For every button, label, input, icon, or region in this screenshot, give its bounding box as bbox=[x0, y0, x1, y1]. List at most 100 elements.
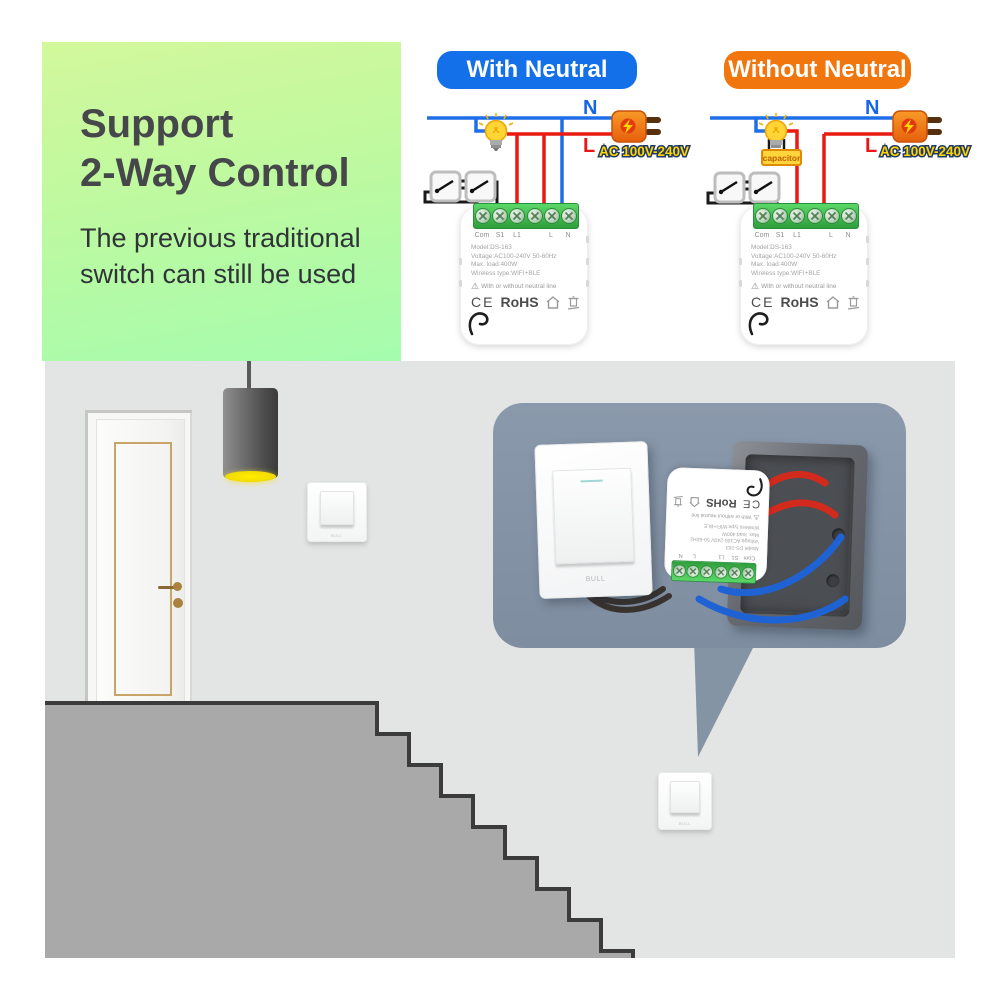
terminal-screw bbox=[509, 208, 526, 224]
switch-rocker bbox=[669, 780, 701, 814]
promo-title-line1: Support bbox=[80, 102, 234, 146]
terminal-label-l1: L1 bbox=[513, 232, 521, 239]
terminal-screw bbox=[741, 566, 756, 580]
module-specs: Model:DS-163 Voltage:AC100-240V 50-60Hz … bbox=[751, 244, 837, 279]
terminal-label-s1: S1 bbox=[731, 554, 739, 561]
house-icon bbox=[546, 295, 560, 309]
terminal-screw bbox=[686, 564, 700, 578]
hook-wire-icon bbox=[468, 312, 489, 336]
module-certifications: CE RoHS bbox=[751, 294, 860, 310]
installation-callout: Com S1 L1 L N Model:DS-163 Voltage:AC100… bbox=[493, 403, 906, 648]
power-plug-icon bbox=[611, 110, 661, 143]
callout-tail bbox=[694, 640, 757, 757]
terminal-screw bbox=[526, 208, 543, 224]
smart-switch-module-installed: Com S1 L1 L N Model:DS-163 Voltage:AC100… bbox=[663, 467, 771, 584]
rohs-mark: RoHS bbox=[705, 496, 737, 511]
terminal-screw bbox=[700, 565, 714, 579]
staircase-edge bbox=[45, 701, 635, 958]
terminal-label-l: L bbox=[549, 232, 553, 239]
door-handle-cap bbox=[173, 582, 182, 591]
terminal-label-com: Com bbox=[754, 232, 770, 239]
live-wire bbox=[786, 129, 893, 210]
power-rating-label: AC 100V-240V bbox=[599, 144, 689, 159]
terminal-screw bbox=[714, 565, 728, 579]
module-certifications: CE RoHS bbox=[673, 495, 760, 511]
terminal-block bbox=[753, 203, 859, 229]
switch-rocker bbox=[552, 467, 635, 565]
case-notch bbox=[586, 236, 589, 243]
terminal-screw bbox=[823, 208, 840, 224]
weee-bin-icon bbox=[674, 496, 684, 508]
terminal-label-s1: S1 bbox=[495, 232, 505, 239]
terminal-block bbox=[473, 203, 579, 229]
promo-subtitle-line2: switch can still be used bbox=[80, 259, 357, 289]
case-notch bbox=[586, 258, 589, 265]
case-notch bbox=[586, 280, 589, 287]
room-scene: BULL bbox=[45, 361, 955, 958]
pendant-lamp bbox=[223, 388, 278, 482]
promo-subtitle-line1: The previous traditional bbox=[80, 223, 361, 253]
terminal-screw bbox=[771, 208, 788, 224]
house-icon bbox=[689, 497, 701, 508]
promo-title: Support 2-Way Control bbox=[80, 100, 350, 198]
switch-brand-label: BULL bbox=[678, 820, 691, 826]
ce-mark: CE bbox=[471, 294, 495, 310]
terminal-screw bbox=[491, 208, 508, 224]
lightning-icon bbox=[623, 119, 633, 134]
door-inlay bbox=[114, 442, 172, 696]
promo-title-line2: 2-Way Control bbox=[80, 151, 350, 195]
terminal-label-l1: L1 bbox=[718, 553, 725, 560]
rohs-mark: RoHS bbox=[780, 294, 819, 310]
module-neutral-note: With or without neutral line bbox=[481, 283, 557, 290]
terminal-screw bbox=[841, 208, 858, 224]
promo-subtitle: The previous traditional switch can stil… bbox=[80, 220, 361, 292]
warning-triangle-icon: ⚠ bbox=[753, 513, 760, 522]
terminal-label-n: N bbox=[678, 552, 683, 559]
case-notch bbox=[459, 280, 462, 287]
lamp-light-glow bbox=[225, 471, 276, 482]
case-notch bbox=[739, 258, 742, 265]
hook-wire-icon bbox=[748, 312, 769, 336]
case-notch bbox=[866, 280, 869, 287]
door-lock-knob bbox=[173, 598, 183, 608]
live-wire bbox=[507, 132, 612, 210]
staircase-body bbox=[45, 703, 633, 958]
warning-triangle-icon: ⚠ bbox=[471, 281, 480, 291]
case-notch bbox=[739, 280, 742, 287]
switch-brand-label: BULL bbox=[585, 575, 606, 584]
module-certifications: CE RoHS bbox=[471, 294, 580, 310]
door-panel bbox=[96, 419, 185, 703]
module-wireless: Wireless type:WIFI+BLE bbox=[471, 270, 541, 278]
module-model: Model:DS-163 bbox=[751, 244, 792, 251]
terminal-label-n: N bbox=[845, 232, 851, 239]
module-voltage: Voltage:AC100-240V 50-60Hz bbox=[751, 252, 837, 260]
live-label: L bbox=[865, 135, 877, 157]
house-icon bbox=[826, 295, 840, 309]
bulb-icon bbox=[478, 113, 514, 151]
neutral-wire bbox=[695, 595, 849, 624]
live-label: L bbox=[583, 135, 595, 157]
switch-wire bbox=[586, 593, 672, 613]
bulb-icon bbox=[758, 113, 794, 148]
neutral-wire bbox=[717, 533, 845, 597]
door bbox=[85, 410, 192, 703]
terminal-label-com: Com bbox=[743, 554, 756, 561]
switch-rocker bbox=[320, 491, 354, 525]
module-warning: ⚠ With or without neutral line bbox=[471, 282, 556, 291]
module-neutral-note: With or without neutral line bbox=[691, 512, 752, 520]
terminal-block bbox=[671, 560, 757, 584]
switch-indicator bbox=[581, 479, 604, 483]
neutral-label: N bbox=[583, 97, 597, 119]
wall-switch-stairwell: BULL bbox=[658, 772, 712, 830]
module-warning: ⚠ With or without neutral line bbox=[691, 511, 760, 522]
rohs-mark: RoHS bbox=[500, 294, 539, 310]
without-neutral-badge: Without Neutral bbox=[724, 51, 911, 89]
power-plug-icon bbox=[892, 110, 942, 143]
terminal-label-s1: S1 bbox=[775, 232, 785, 239]
switch-brand-label: BULL bbox=[330, 532, 343, 538]
terminal-label-l1: L1 bbox=[793, 232, 801, 239]
neutral-wire bbox=[710, 116, 893, 133]
case-notch bbox=[866, 258, 869, 265]
terminal-screw bbox=[806, 208, 823, 224]
lamp-cord bbox=[247, 361, 251, 390]
